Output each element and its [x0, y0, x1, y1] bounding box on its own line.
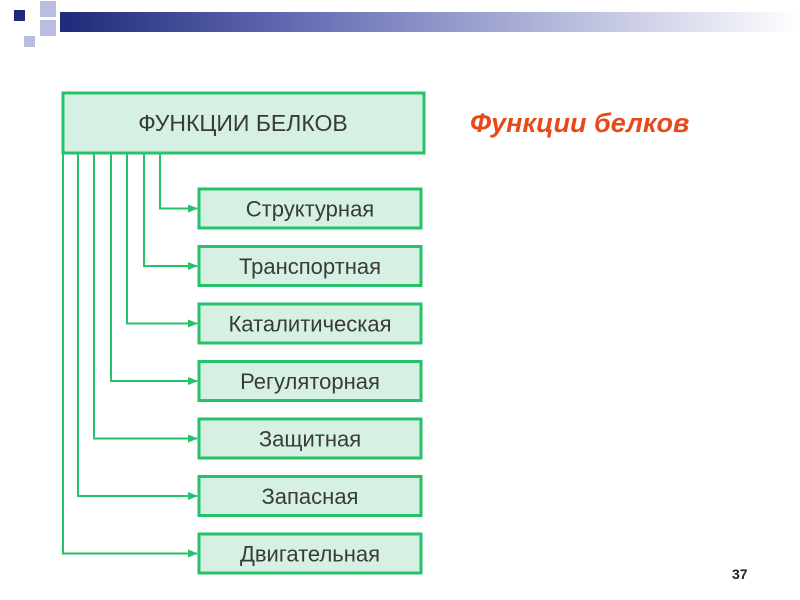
header-gradient-band [60, 12, 800, 32]
function-box: Структурная [197, 187, 423, 230]
function-box-label: Запасная [262, 484, 359, 509]
deco-square [24, 36, 35, 47]
function-box-rect [197, 532, 423, 575]
function-box-rect [197, 360, 423, 402]
deco-square [40, 1, 56, 17]
function-box-rect [197, 302, 423, 345]
connector-arrow [93, 153, 198, 443]
function-box: Транспортная [197, 245, 423, 287]
function-box-label: Защитная [259, 427, 361, 452]
header-decoration [14, 1, 800, 47]
function-box-label: Структурная [246, 197, 374, 222]
function-box: Запасная [197, 475, 423, 517]
connector-arrow [143, 153, 198, 270]
slide-title: Функции белков [470, 108, 690, 138]
function-box-label: Регуляторная [240, 369, 380, 394]
connector-arrow [159, 153, 198, 213]
function-box: Регуляторная [197, 360, 423, 402]
function-box-label: Двигательная [240, 542, 380, 567]
connector-arrow [77, 153, 198, 500]
function-box: Каталитическая [197, 302, 423, 345]
function-box-rect [197, 187, 423, 230]
function-box: Двигательная [197, 532, 423, 575]
page-number: 37 [732, 566, 748, 582]
function-box-label: Каталитическая [228, 312, 391, 337]
connector-arrow [110, 153, 198, 385]
function-box-rect [197, 417, 423, 460]
function-box-rect [197, 245, 423, 287]
root-box-label: ФУНКЦИИ БЕЛКОВ [138, 110, 347, 136]
connector-arrow [126, 153, 198, 328]
connector-arrow [62, 153, 198, 558]
function-box-rect [197, 475, 423, 517]
connector-group [62, 153, 198, 558]
deco-square [40, 20, 56, 36]
root-box: ФУНКЦИИ БЕЛКОВ [61, 91, 426, 155]
function-box-label: Транспортная [239, 254, 381, 279]
function-box-group: СтруктурнаяТранспортнаяКаталитическаяРег… [197, 187, 423, 575]
deco-square [14, 10, 25, 21]
function-box: Защитная [197, 417, 423, 460]
